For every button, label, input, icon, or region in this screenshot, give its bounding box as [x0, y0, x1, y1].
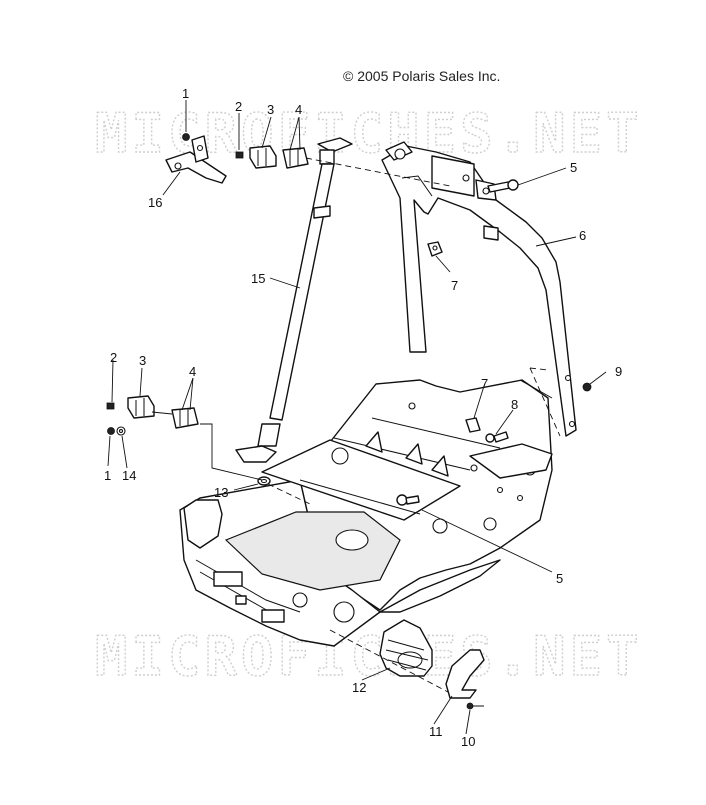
bushing-part-4-top	[282, 147, 309, 169]
callout-12: 12	[352, 680, 366, 695]
callout-14: 14	[122, 468, 136, 483]
callout-1-lower: 1	[104, 468, 111, 483]
washer-part-14	[116, 426, 126, 436]
chassis-frame	[179, 379, 553, 647]
bolt-part-5-top	[487, 179, 519, 193]
callout-15: 15	[251, 271, 265, 286]
steering-post-part-15	[235, 137, 353, 463]
clamp-part-11	[445, 649, 485, 699]
callout-6: 6	[579, 228, 586, 243]
nut-part-2-lower	[106, 402, 115, 410]
callout-10: 10	[461, 734, 475, 749]
bolt-part-8	[485, 431, 509, 443]
nut-part-9	[582, 382, 592, 392]
callout-4-lower: 4	[189, 364, 196, 379]
clip-part-7-top	[427, 241, 443, 257]
callout-11: 11	[429, 724, 443, 739]
callout-16: 16	[148, 195, 162, 210]
roll-bar-part-6	[381, 141, 577, 437]
callout-2-top: 2	[235, 99, 242, 114]
callout-3-top: 3	[267, 102, 274, 117]
leader-lines	[107, 100, 607, 735]
callout-7-lower: 7	[481, 376, 488, 391]
bushing-part-4-lower	[171, 407, 199, 429]
grommet-part-13	[257, 476, 271, 486]
nut-part-1-top	[182, 133, 190, 141]
callout-3-lower: 3	[139, 353, 146, 368]
callout-2-lower: 2	[110, 350, 117, 365]
callout-5-top: 5	[570, 160, 577, 175]
callout-1-top: 1	[182, 86, 189, 101]
clip-part-7-lower	[465, 417, 481, 433]
dashed-assembly-lines	[267, 157, 561, 693]
callout-9: 9	[615, 364, 622, 379]
callout-7-top: 7	[451, 278, 458, 293]
copyright-notice: © 2005 Polaris Sales Inc.	[343, 68, 501, 84]
bracket-part-16	[165, 135, 227, 184]
fastener-part-10	[466, 702, 484, 710]
clamp-part-3-lower	[127, 395, 155, 419]
callout-labels: 1 2 3 4 5 6 7 16 15 2 3 4 1 14 13 7 8 9 …	[104, 86, 622, 749]
callout-13: 13	[214, 485, 228, 500]
callout-5-lower: 5	[556, 571, 563, 586]
nut-part-2-top	[235, 151, 244, 159]
watermark-bottom: MICROFICHES.NET	[95, 625, 643, 688]
bolt-part-5-lower	[396, 494, 420, 506]
boot-part-12	[379, 619, 433, 677]
callout-8: 8	[511, 397, 518, 412]
clamp-part-3-top	[249, 145, 277, 169]
nut-part-1-lower	[107, 427, 115, 435]
callout-4-top: 4	[295, 102, 302, 117]
